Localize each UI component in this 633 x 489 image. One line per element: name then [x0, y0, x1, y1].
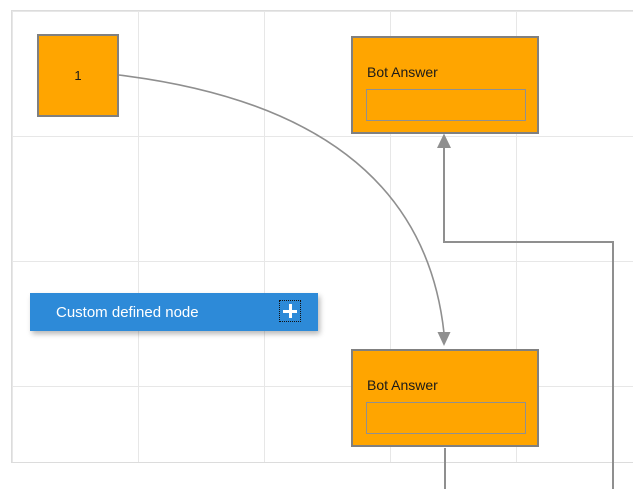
node-bot-answer-top[interactable]: Bot Answer — [351, 36, 539, 134]
plus-icon-bar — [288, 304, 292, 318]
bot-answer-input[interactable] — [366, 89, 526, 121]
node-start[interactable]: 1 — [37, 34, 119, 117]
bot-answer-title: Bot Answer — [367, 64, 438, 80]
bot-answer-input[interactable] — [366, 402, 526, 434]
plus-icon[interactable] — [279, 300, 301, 322]
node-bot-answer-bottom[interactable]: Bot Answer — [351, 349, 539, 447]
custom-node-label: Custom defined node — [56, 303, 199, 321]
node-custom-defined[interactable]: Custom defined node — [30, 293, 318, 331]
node-start-label: 1 — [74, 68, 82, 83]
bot-answer-title: Bot Answer — [367, 377, 438, 393]
